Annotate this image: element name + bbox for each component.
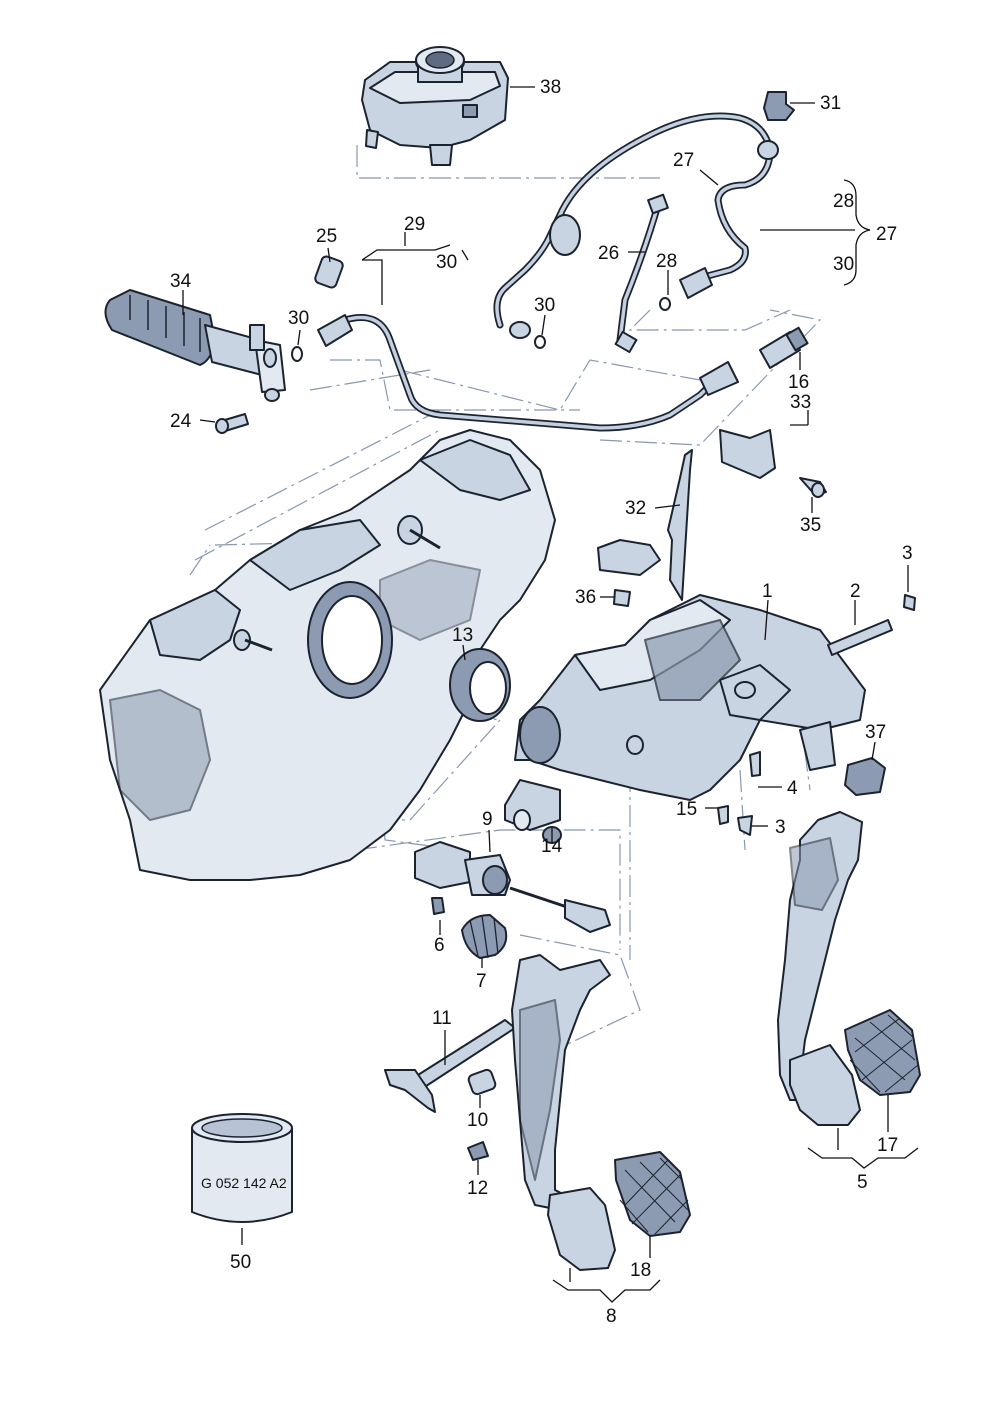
callout-28-brace: 28 <box>833 191 854 212</box>
clutch-pedal-8 <box>511 954 691 1271</box>
callout-25: 25 <box>316 226 337 247</box>
callout-38: 38 <box>540 77 561 98</box>
callout-30-hose: 30 <box>534 295 555 316</box>
callout-35: 35 <box>800 515 821 536</box>
callout-14: 14 <box>541 836 563 857</box>
clip-6-spring-7 <box>431 897 508 959</box>
callout-16: 16 <box>788 372 809 393</box>
callout-3-bottom: 3 <box>775 817 786 838</box>
callout-1: 1 <box>762 581 773 602</box>
callout-11: 11 <box>432 1008 452 1029</box>
callout-6: 6 <box>434 935 445 956</box>
callout-26: 26 <box>598 243 619 264</box>
callout-12: 12 <box>467 1178 488 1199</box>
callout-24: 24 <box>170 411 192 432</box>
callout-31: 31 <box>820 93 841 114</box>
callout-29: 29 <box>404 214 425 235</box>
brake-pedal-5 <box>777 811 921 1126</box>
hose-connector-16 <box>759 326 809 369</box>
callout-10: 10 <box>467 1110 488 1131</box>
fluid-hoses <box>493 112 779 354</box>
pedal-bracket-housing <box>504 594 866 831</box>
callout-17: 17 <box>877 1135 898 1156</box>
small-fasteners-upper <box>215 255 671 434</box>
callout-27-upper: 27 <box>673 150 694 171</box>
leader-lines <box>182 86 919 1303</box>
callout-13: 13 <box>452 625 473 646</box>
callout-9: 9 <box>482 809 493 830</box>
rod-bracket-11 <box>384 1019 516 1161</box>
clutch-master-cylinder <box>414 841 611 933</box>
grease-container-50: G 052 142 A2 <box>191 1113 293 1223</box>
callout-labels: 38 31 27 28 27 30 26 28 29 30 25 34 30 3… <box>170 77 913 1327</box>
brackets-32-33 <box>597 429 827 607</box>
firewall-bulkhead <box>99 429 556 881</box>
clutch-pressure-line <box>317 314 739 432</box>
callout-3-top: 3 <box>902 543 913 564</box>
callout-37: 37 <box>865 722 886 743</box>
callout-34: 34 <box>170 271 192 292</box>
callout-30-cylinder: 30 <box>288 308 309 329</box>
callout-15: 15 <box>676 799 697 820</box>
bushing-13 <box>449 648 511 722</box>
grease-can-label: G 052 142 A2 <box>201 1175 287 1191</box>
hose-clip-31 <box>763 91 795 121</box>
callout-30-brace: 30 <box>833 254 854 275</box>
clutch-slave-cylinder <box>104 289 286 402</box>
callout-30-pipe: 30 <box>436 252 457 273</box>
callout-27-brace: 27 <box>876 224 897 245</box>
callout-5: 5 <box>857 1172 868 1193</box>
callout-33: 33 <box>790 392 811 413</box>
callout-4: 4 <box>787 778 798 799</box>
callout-28-lower: 28 <box>656 251 677 272</box>
callout-50: 50 <box>230 1252 251 1273</box>
callout-32: 32 <box>625 498 646 519</box>
callout-18: 18 <box>630 1260 651 1281</box>
callout-8: 8 <box>606 1306 617 1327</box>
pivot-pin-2 <box>827 594 916 656</box>
brake-fluid-reservoir <box>361 46 509 166</box>
callout-36: 36 <box>575 587 596 608</box>
callout-7: 7 <box>476 971 487 992</box>
callout-2: 2 <box>850 581 861 602</box>
